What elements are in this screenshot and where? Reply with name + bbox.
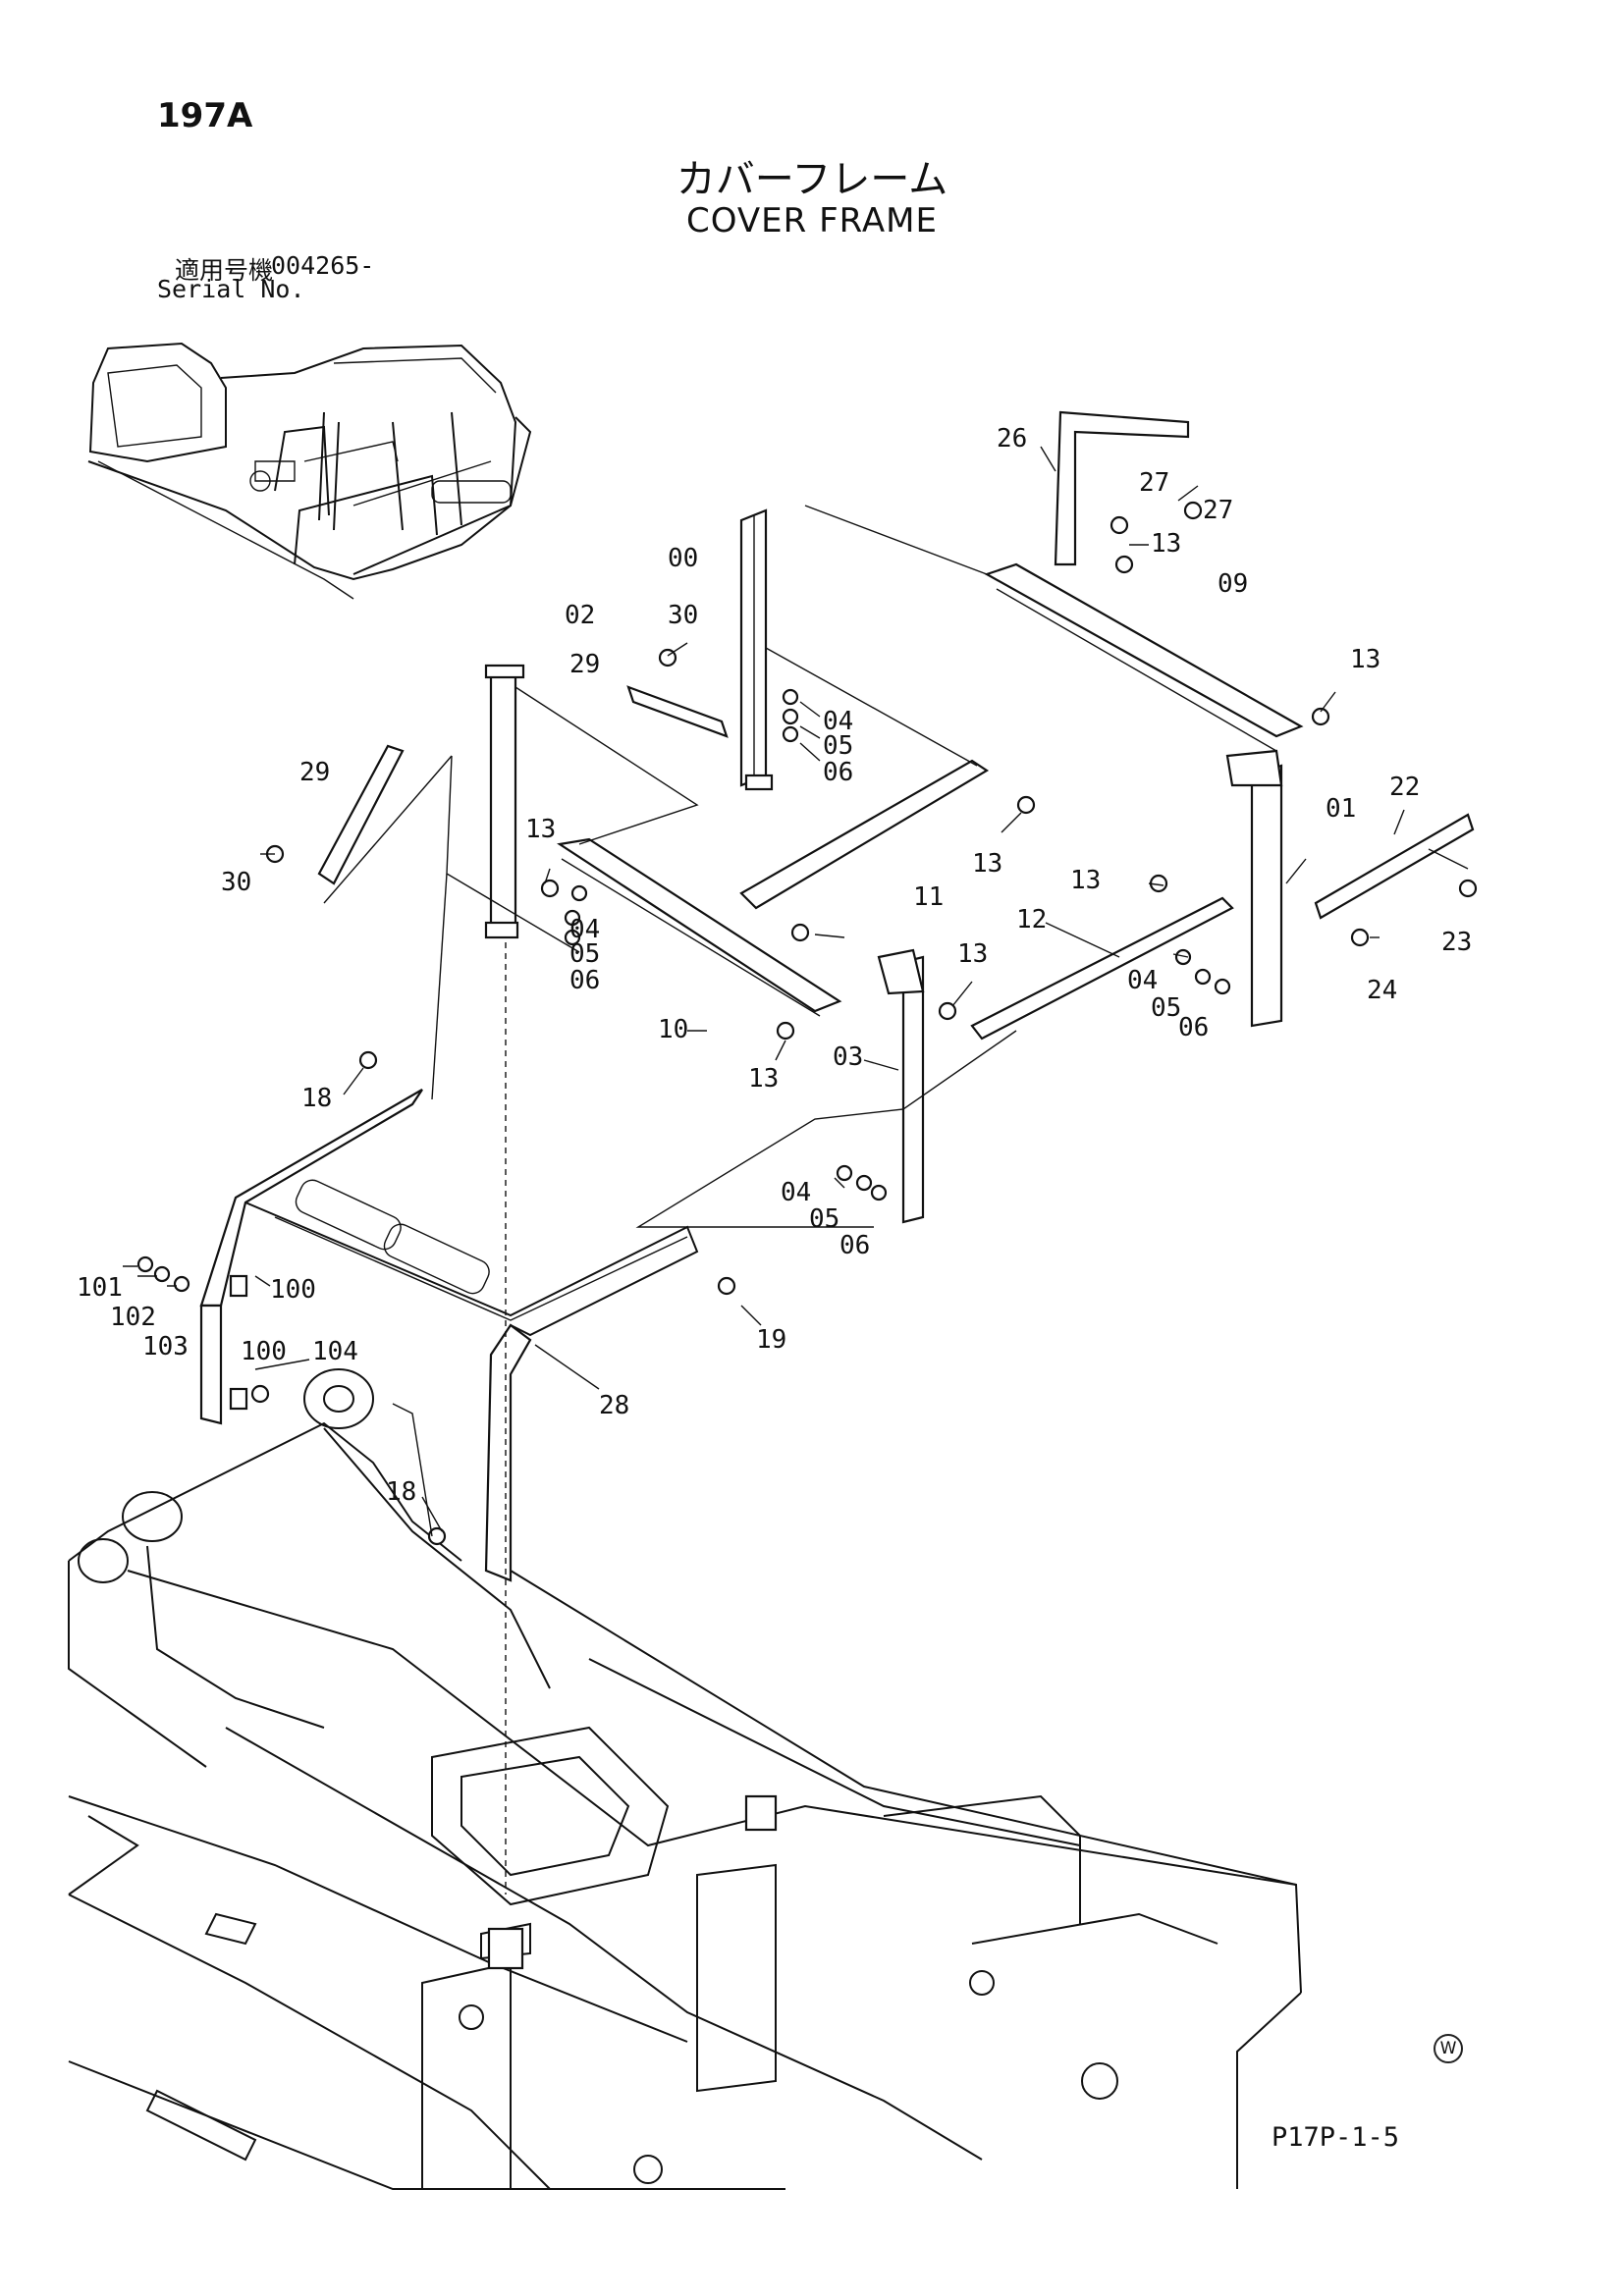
callout-18-upper: 18 xyxy=(301,1084,332,1113)
callout-29-left: 29 xyxy=(299,758,330,787)
callout-30-left: 30 xyxy=(221,868,251,897)
serial-label-japanese: 適用号機 xyxy=(175,256,274,285)
callout-04-upper: 04 xyxy=(823,707,853,736)
callout-numbers: 26 27 27 13 09 00 02 30 29 04 05 06 13 0… xyxy=(77,424,1472,1507)
page-number: 197A xyxy=(157,96,253,135)
callout-19: 19 xyxy=(756,1325,786,1355)
title-japanese: カバーフレーム xyxy=(676,157,948,202)
callout-13-lower: 13 xyxy=(748,1064,779,1094)
callout-02: 02 xyxy=(565,601,595,630)
callout-01: 01 xyxy=(1326,794,1356,824)
part-09-beam xyxy=(984,410,1304,752)
callout-03: 03 xyxy=(833,1042,863,1072)
callout-13-right-upper: 13 xyxy=(1350,645,1380,674)
callout-100-lower: 100 xyxy=(241,1337,287,1366)
callout-04-lower: 04 xyxy=(781,1178,811,1207)
callout-06-left: 06 xyxy=(569,966,600,995)
leader-lines xyxy=(123,446,1469,1895)
part-22-plate xyxy=(1314,813,1475,920)
callout-30-upper: 30 xyxy=(668,601,698,630)
callout-26: 26 xyxy=(997,424,1027,454)
callout-101: 101 xyxy=(77,1273,123,1303)
callout-11: 11 xyxy=(913,882,944,912)
callout-13-mid: 13 xyxy=(972,849,1002,879)
callout-09: 09 xyxy=(1218,569,1248,599)
serial-number-value: 004265- xyxy=(271,251,375,280)
part-00-column xyxy=(739,508,774,791)
part-03-column xyxy=(877,948,925,1224)
callout-04-left: 04 xyxy=(569,915,600,944)
callout-06-upper: 06 xyxy=(823,758,853,787)
callout-100-upper: 100 xyxy=(270,1275,316,1305)
callout-24: 24 xyxy=(1367,976,1397,1005)
part-12-rod xyxy=(970,896,1234,1041)
callout-22: 22 xyxy=(1389,773,1420,802)
part-28-main-frame xyxy=(199,1089,699,1582)
part-01-column xyxy=(1225,749,1283,1028)
callout-102: 102 xyxy=(110,1303,156,1332)
callout-05-left: 05 xyxy=(569,939,600,969)
callout-06-lower: 06 xyxy=(839,1231,870,1260)
callout-04-right: 04 xyxy=(1127,966,1158,995)
base-machine-frame xyxy=(68,1368,1302,2190)
callout-104: 104 xyxy=(312,1337,358,1366)
callout-18-lower: 18 xyxy=(386,1477,416,1507)
part-10-angle xyxy=(557,837,842,1017)
callout-23: 23 xyxy=(1441,928,1472,957)
callout-10: 10 xyxy=(658,1015,688,1044)
part-29-strap xyxy=(317,685,729,885)
page-code: P17P-1-5 xyxy=(1272,2122,1400,2153)
callout-05-right: 05 xyxy=(1151,993,1181,1023)
callout-27-right: 27 xyxy=(1203,496,1233,525)
serial-label-english: Serial No. xyxy=(157,275,305,303)
callout-103: 103 xyxy=(142,1332,189,1362)
callout-13-upper: 13 xyxy=(1151,529,1181,559)
callout-29-upper: 29 xyxy=(569,650,600,679)
part-02-column xyxy=(484,664,525,939)
callout-28: 28 xyxy=(599,1391,629,1420)
callout-27-upper: 27 xyxy=(1139,468,1169,498)
callout-13-mid-left: 13 xyxy=(525,815,556,844)
callout-05-upper: 05 xyxy=(823,731,853,761)
callout-06-right: 06 xyxy=(1178,1013,1209,1042)
callout-05-lower: 05 xyxy=(809,1204,839,1234)
part-11-beam xyxy=(739,759,990,910)
title-english: COVER FRAME xyxy=(686,201,938,240)
callout-12: 12 xyxy=(1016,905,1047,934)
fasteners xyxy=(136,501,1478,1546)
callout-13-mid-right: 13 xyxy=(1070,866,1101,895)
callout-13-center: 13 xyxy=(957,939,988,969)
callout-00: 00 xyxy=(668,544,698,573)
watermark-circle-w: W xyxy=(1434,2034,1463,2063)
excavator-thumbnail xyxy=(87,342,532,600)
